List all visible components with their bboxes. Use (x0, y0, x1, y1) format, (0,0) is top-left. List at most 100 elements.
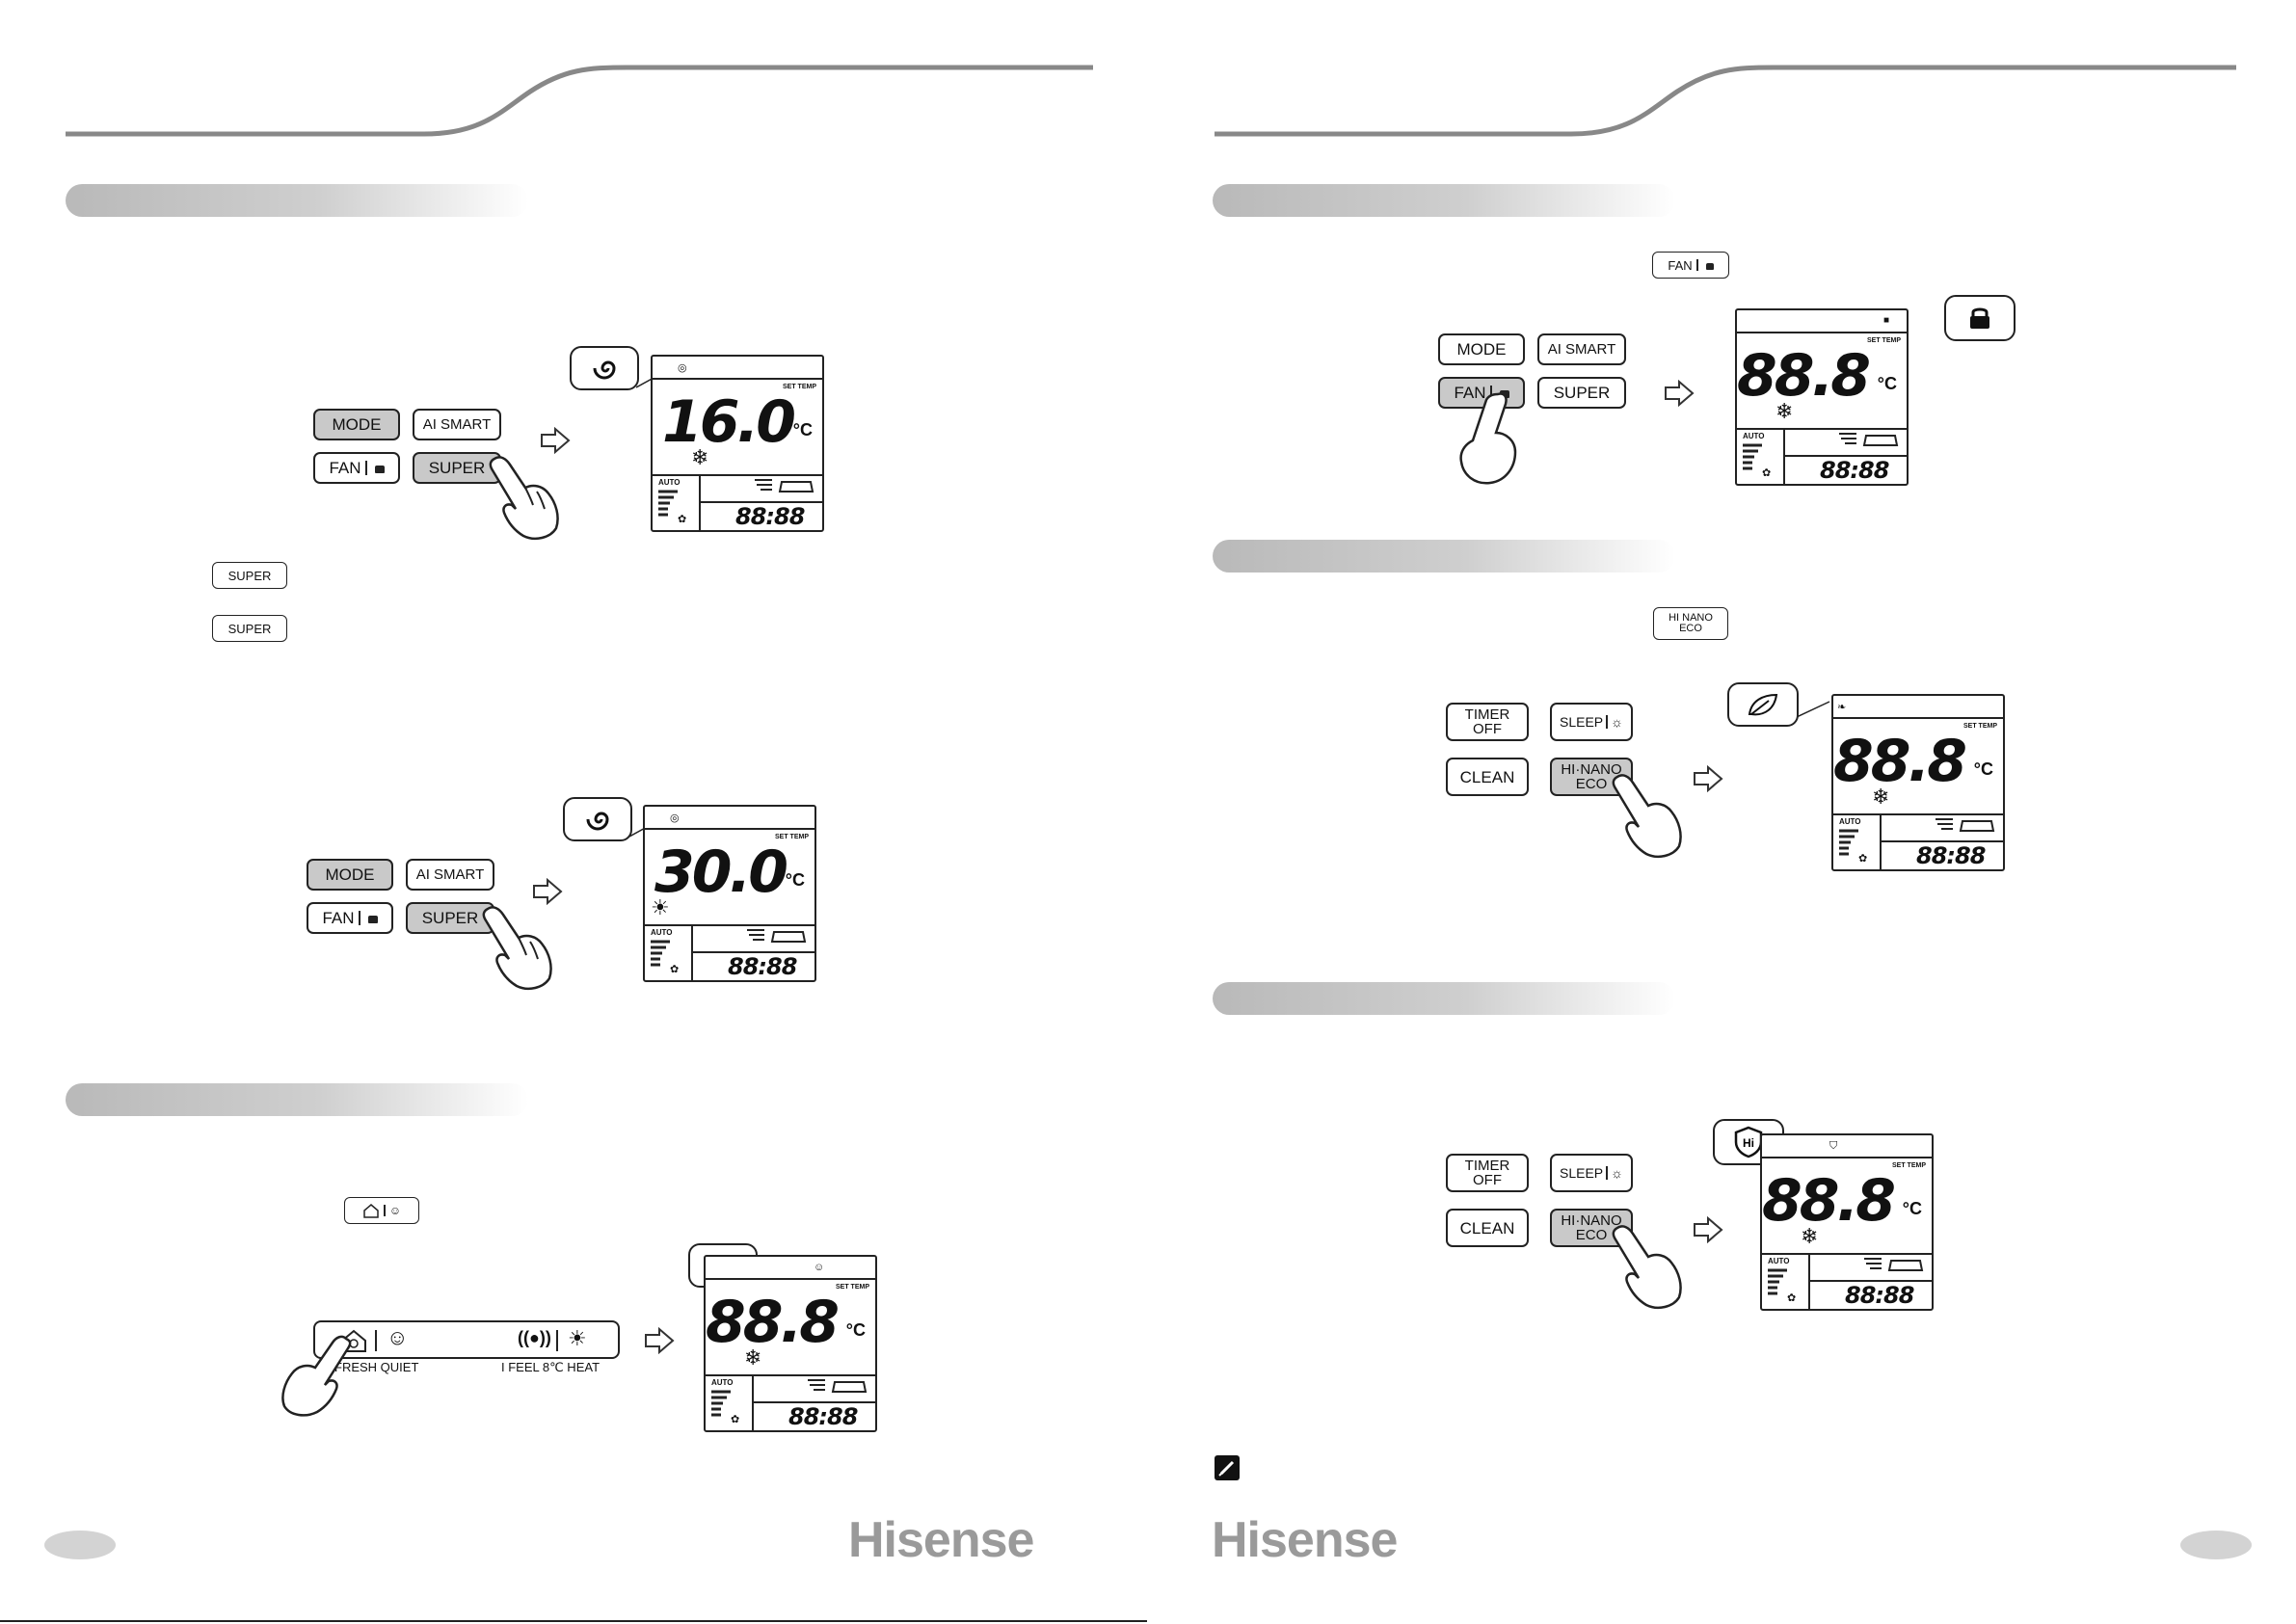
quiet-face-icon[interactable]: ☺ (387, 1325, 409, 1349)
sleep-button[interactable]: SLEEP☼ (1550, 703, 1633, 741)
super-button-small-label: SUPER (227, 568, 272, 583)
set-temp-label: SET TEMP (835, 1284, 869, 1291)
auto-label: AUTO (658, 478, 681, 487)
right-header-curve (1215, 65, 2236, 137)
degree-celsius-label: °C (1877, 374, 1897, 393)
ai-smart-button-label: AI SMART (1547, 341, 1616, 358)
ifeel-heat-label: I FEEL 8℃ HEAT (501, 1360, 601, 1374)
lcd-display-super-heat: ◎ SET TEMP 30.0 °C ☀ AUTO ✿ 88:88 (643, 805, 816, 982)
left-header-curve (66, 65, 1093, 137)
lcd-display-lock: ■ SET TEMP 88.8 °C ❄ AUTO ✿ 88:88 (1735, 308, 1909, 486)
page-number-oval-left (44, 1531, 116, 1559)
clean-button[interactable]: CLEAN (1446, 758, 1529, 796)
quiet-indicator-icon: ☺ (814, 1262, 825, 1273)
clean-button-label: CLEAN (1459, 767, 1515, 786)
temperature-readout: 16.0 (661, 388, 796, 456)
degree-celsius-label: °C (785, 870, 805, 890)
set-temp-label: SET TEMP (1962, 723, 1997, 730)
section-bar-super (66, 184, 528, 217)
section-bar-fresh (66, 1083, 528, 1116)
lock-indicator-icon: ■ (1882, 315, 1889, 326)
temperature-readout: 88.8 (1761, 1167, 1896, 1235)
lcd-display-hinano: ⛉ SET TEMP 88.8 °C ❄ AUTO ✿ 88:88 (1760, 1133, 1934, 1311)
set-temp-label: SET TEMP (782, 384, 816, 390)
super-swirl-callout (563, 797, 632, 841)
timer-line1: TIMER (1464, 706, 1510, 723)
fan-speed-bars-icon (658, 490, 678, 517)
hinano-line1: HI·NANO (1561, 761, 1622, 778)
eco-leaf-callout (1727, 682, 1799, 727)
fan-button-label: FAN (322, 909, 355, 927)
fan-lock-button[interactable]: FAN (313, 452, 400, 484)
heat-8c-icon[interactable]: ☀ (568, 1326, 587, 1350)
set-temp-label: SET TEMP (1866, 337, 1901, 344)
auto-label: AUTO (711, 1378, 734, 1387)
super-button-small-2[interactable]: SUPER (212, 615, 287, 642)
sleep-button[interactable]: SLEEP ☼ (1550, 1154, 1633, 1192)
timer-line2: OFF (1472, 1172, 1502, 1188)
mode-button-label: MODE (332, 415, 382, 434)
swirl-icon (586, 812, 609, 831)
fresh-quiet-button-small[interactable]: ☺ (344, 1197, 419, 1224)
super-button-label: SUPER (1553, 384, 1611, 402)
ai-smart-button[interactable]: AI SMART (413, 409, 501, 440)
hinano-line2: ECO (1575, 1227, 1608, 1243)
section-bar-lock (1213, 184, 1675, 217)
hinano-small-line2: ECO (1679, 623, 1702, 634)
eco-leaf-icon (1748, 693, 1778, 716)
mode-button[interactable]: MODE (307, 859, 393, 891)
lock-icon (1970, 307, 1989, 329)
time-readout: 88:88 (1916, 842, 1986, 869)
temperature-readout: 88.8 (705, 1289, 840, 1356)
hisense-logo-right: Hisense (1212, 1512, 1398, 1568)
temperature-readout: 88.8 (1832, 728, 1967, 795)
fan-icon: ✿ (1787, 1292, 1797, 1304)
sleep-icon: ☼ (1611, 714, 1623, 730)
super-swirl-callout (570, 346, 639, 390)
snowflake-icon: ❄ (1775, 399, 1794, 423)
fan-speed-bars-icon (1743, 443, 1762, 470)
hinano-line1: HI·NANO (1561, 1212, 1622, 1229)
lcd-display-eco: ❧ SET TEMP 88.8 °C ❄ AUTO ✿ 88:88 (1831, 694, 2005, 871)
clean-button-label: CLEAN (1459, 1218, 1515, 1238)
snowflake-icon: ❄ (1801, 1224, 1819, 1248)
time-readout: 88:88 (788, 1403, 858, 1430)
fresh-ifeel-button-panel: ☺ ((●)) ☀ (313, 1320, 620, 1359)
time-readout: 88:88 (735, 503, 805, 530)
lock-icon (1705, 262, 1714, 270)
mode-button[interactable]: MODE (313, 409, 400, 440)
auto-label: AUTO (1768, 1257, 1790, 1265)
super-button[interactable]: SUPER (413, 452, 501, 484)
clean-button[interactable]: CLEAN (1446, 1209, 1529, 1247)
hi-shield-indicator-icon: ⛉ (1829, 1140, 1838, 1152)
ai-smart-button[interactable]: AI SMART (1537, 333, 1626, 365)
ai-smart-button[interactable]: AI SMART (406, 859, 494, 891)
ifeel-person-icon[interactable]: ((●)) (518, 1328, 551, 1347)
mode-button[interactable]: MODE (1438, 333, 1525, 365)
fan-lock-button[interactable]: FAN (1438, 377, 1525, 409)
super-button[interactable]: SUPER (406, 902, 494, 934)
fan-button-label: FAN (1454, 384, 1486, 402)
sleep-icon: ☼ (1611, 1165, 1623, 1181)
swirl-icon (593, 360, 616, 380)
degree-celsius-label: °C (792, 420, 813, 439)
fan-lock-button[interactable]: FAN (307, 902, 393, 934)
sleep-button-label: SLEEP (1560, 1165, 1604, 1181)
arrow-right-icon (533, 878, 563, 905)
pointing-hand-icon (1612, 1225, 1682, 1309)
super-button[interactable]: SUPER (1537, 377, 1626, 409)
fan-icon: ✿ (678, 514, 687, 525)
sun-icon: ☀ (651, 895, 670, 919)
degree-celsius-label: °C (1973, 759, 1993, 779)
lcd-display-super-cool: ◎ SET TEMP 16.0 °C ❄ AUTO ✿ 88:88 (651, 355, 824, 532)
temperature-readout: 30.0 (654, 839, 788, 906)
fan-lock-button-small[interactable]: FAN (1652, 252, 1729, 279)
hinano-small-line1: HI NANO (1669, 612, 1713, 624)
auto-label: AUTO (1839, 817, 1861, 826)
page-number-oval-right (2180, 1531, 2252, 1559)
super-button-small-1[interactable]: SUPER (212, 562, 287, 589)
arrow-right-icon (541, 427, 571, 454)
